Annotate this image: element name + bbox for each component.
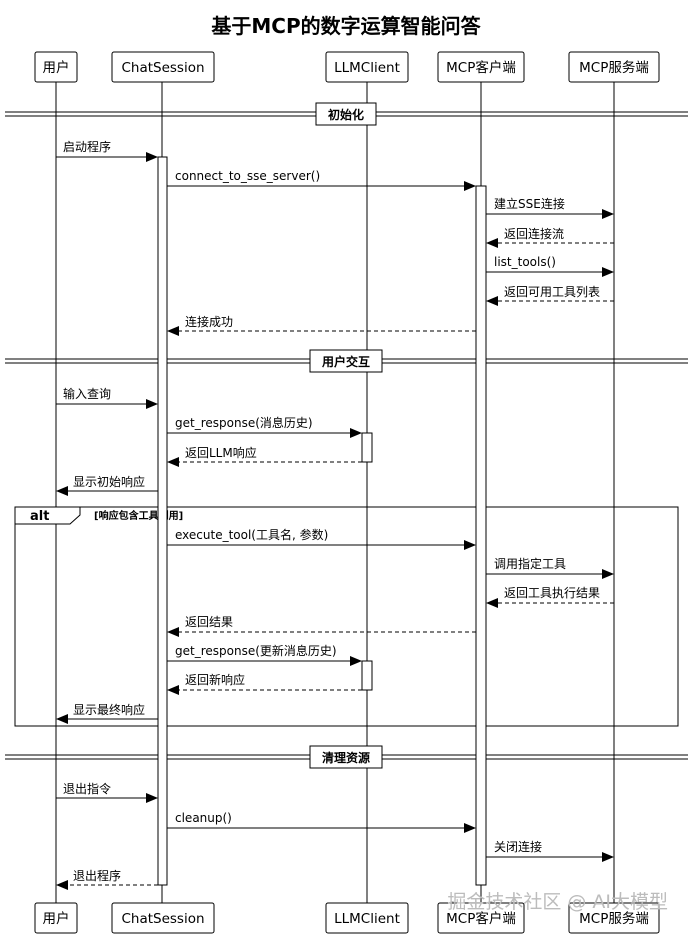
- svg-text:用户交互: 用户交互: [321, 354, 370, 369]
- msg-exit-program: 退出程序: [56, 868, 158, 890]
- divider-interaction: 用户交互: [5, 349, 688, 373]
- msg-show-final-response: 显示最终响应: [56, 702, 158, 724]
- msg-connect-success: 连接成功: [167, 314, 476, 336]
- svg-text:MCP服务端: MCP服务端: [579, 60, 649, 76]
- participant-chatsession-bottom: ChatSession: [111, 902, 215, 934]
- activation-bars: [157, 156, 487, 886]
- svg-text:返回新响应: 返回新响应: [185, 672, 245, 687]
- msg-cleanup: cleanup(): [167, 811, 476, 833]
- msg-establish-sse: 建立SSE连接: [486, 196, 614, 219]
- svg-text:get_response(更新消息历史): get_response(更新消息历史): [175, 643, 337, 658]
- svg-text:LLMClient: LLMClient: [334, 60, 400, 76]
- msg-return-tool-list: 返回可用工具列表: [486, 285, 614, 306]
- msg-close-connection: 关闭连接: [486, 839, 614, 862]
- svg-text:返回连接流: 返回连接流: [504, 226, 564, 241]
- svg-text:初始化: 初始化: [328, 107, 364, 122]
- msg-call-tool: 调用指定工具: [486, 556, 614, 579]
- msg-get-response: get_response(消息历史): [167, 415, 362, 438]
- svg-text:清理资源: 清理资源: [322, 750, 370, 765]
- participant-mcp-client: MCP客户端: [437, 51, 525, 83]
- alt-fragment: alt [响应包含工具调用]: [14, 506, 679, 727]
- svg-text:connect_to_sse_server(): connect_to_sse_server(): [175, 169, 320, 183]
- svg-text:execute_tool(工具名, 参数): execute_tool(工具名, 参数): [175, 527, 328, 542]
- svg-text:get_response(消息历史): get_response(消息历史): [175, 415, 313, 430]
- svg-text:MCP客户端: MCP客户端: [446, 59, 516, 76]
- watermark: 掘金技术社区 @ AI大模型: [447, 891, 668, 913]
- msg-input-query: 输入查询: [56, 386, 158, 409]
- svg-text:list_tools(): list_tools(): [494, 255, 556, 269]
- svg-text:返回可用工具列表: 返回可用工具列表: [504, 285, 600, 299]
- msg-start-program: 启动程序: [56, 139, 158, 162]
- svg-text:显示最终响应: 显示最终响应: [73, 702, 145, 717]
- svg-text:MCP客户端: MCP客户端: [446, 910, 516, 927]
- participant-user-bottom: 用户: [34, 902, 78, 934]
- svg-text:LLMClient: LLMClient: [334, 911, 400, 927]
- divider-init: 初始化: [5, 102, 688, 126]
- svg-text:返回工具执行结果: 返回工具执行结果: [504, 586, 600, 600]
- svg-text:用户: 用户: [43, 59, 70, 76]
- participant-mcp-client-bottom: MCP客户端: [437, 902, 525, 934]
- participants-top: 用户 ChatSession LLMClient MCP客户端 MCP服务端: [34, 51, 660, 83]
- participant-user: 用户: [34, 51, 78, 83]
- msg-connect-to-sse-server: connect_to_sse_server(): [167, 169, 476, 191]
- diagram-title: 基于MCP的数字运算智能问答: [211, 14, 481, 38]
- msg-return-tool-result: 返回工具执行结果: [486, 586, 614, 608]
- svg-text:退出指令: 退出指令: [63, 781, 111, 796]
- messages: 启动程序 connect_to_sse_server() 建立SSE连接 返回连…: [56, 139, 614, 890]
- alt-condition: [响应包含工具调用]: [94, 509, 183, 522]
- msg-return-llm-response: 返回LLM响应: [167, 445, 362, 467]
- svg-text:ChatSession: ChatSession: [121, 60, 204, 76]
- msg-show-initial-response: 显示初始响应: [56, 474, 158, 496]
- msg-return-new-response: 返回新响应: [167, 672, 362, 695]
- participant-llmclient-bottom: LLMClient: [325, 902, 409, 934]
- svg-text:退出程序: 退出程序: [73, 868, 121, 883]
- svg-text:返回结果: 返回结果: [185, 615, 233, 629]
- participant-chatsession: ChatSession: [111, 51, 215, 83]
- svg-text:建立SSE连接: 建立SSE连接: [494, 196, 565, 211]
- svg-text:cleanup(): cleanup(): [175, 811, 232, 825]
- svg-text:输入查询: 输入查询: [63, 386, 111, 401]
- participant-llmclient: LLMClient: [325, 51, 409, 83]
- divider-cleanup: 清理资源: [5, 745, 688, 769]
- svg-text:关闭连接: 关闭连接: [494, 839, 542, 854]
- svg-text:调用指定工具: 调用指定工具: [494, 556, 566, 571]
- msg-return-result: 返回结果: [167, 615, 476, 637]
- svg-text:连接成功: 连接成功: [185, 314, 233, 329]
- participants-bottom: 用户 ChatSession LLMClient MCP客户端 MCP服务端: [34, 902, 660, 934]
- alt-keyword: alt: [30, 509, 49, 524]
- msg-list-tools: list_tools(): [486, 255, 614, 277]
- msg-exit-command: 退出指令: [56, 781, 158, 803]
- participant-mcp-server: MCP服务端: [568, 51, 660, 83]
- svg-text:用户: 用户: [43, 910, 70, 927]
- svg-text:启动程序: 启动程序: [63, 139, 111, 154]
- msg-execute-tool: execute_tool(工具名, 参数): [167, 527, 476, 550]
- svg-text:ChatSession: ChatSession: [121, 911, 204, 927]
- msg-get-response-updated: get_response(更新消息历史): [167, 643, 362, 666]
- msg-return-stream: 返回连接流: [486, 226, 614, 248]
- svg-text:返回LLM响应: 返回LLM响应: [185, 445, 257, 460]
- svg-text:MCP服务端: MCP服务端: [579, 911, 649, 927]
- svg-text:显示初始响应: 显示初始响应: [73, 474, 145, 489]
- participant-mcp-server-bottom: MCP服务端: [568, 902, 660, 934]
